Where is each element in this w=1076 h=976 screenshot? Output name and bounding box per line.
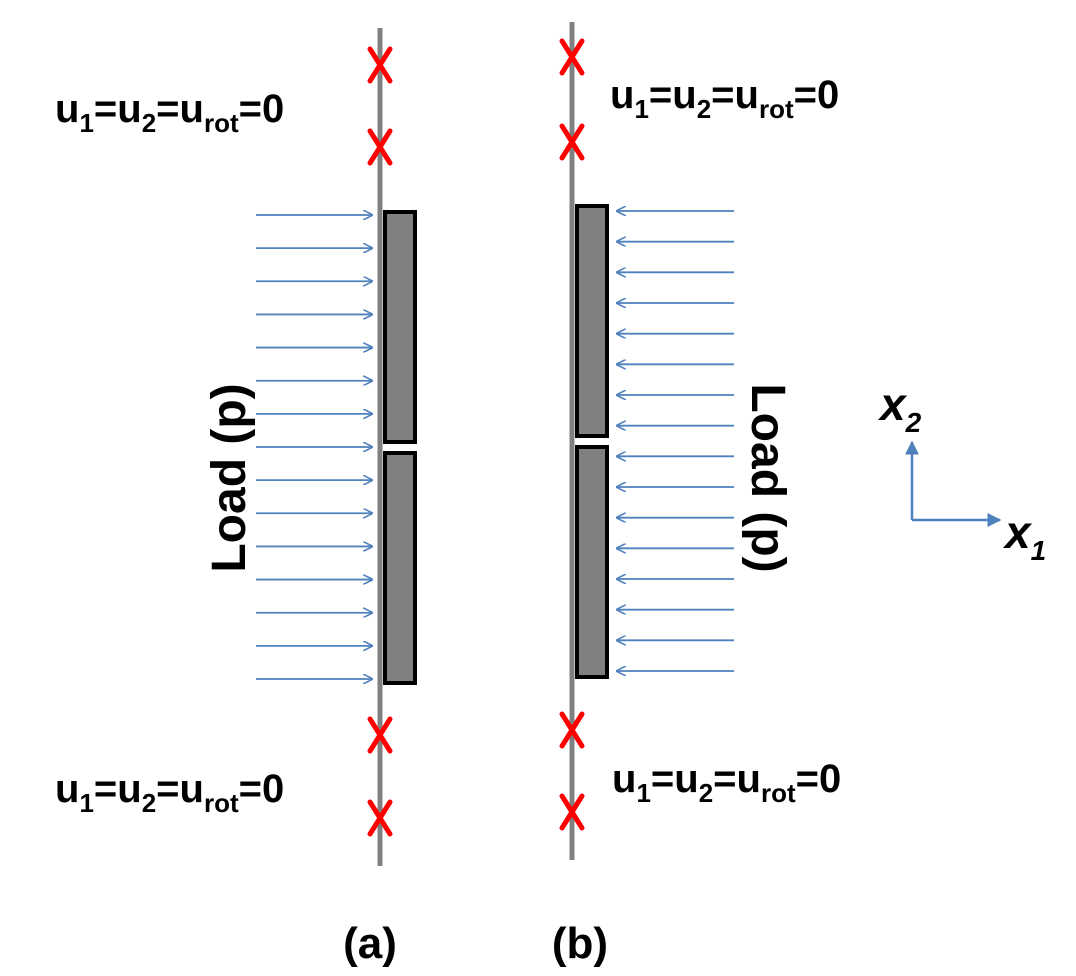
boundary-condition-a-top: u1=u2=urot=0: [55, 87, 284, 138]
load-arrows-b: [617, 211, 734, 671]
load-label-a: Load (p): [203, 383, 256, 572]
support-marks-a: [367, 46, 393, 837]
support-mark-b: [559, 38, 585, 76]
support-mark-b: [559, 123, 585, 161]
support-mark-b: [559, 711, 585, 749]
boundary-condition-b-bottom: u1=u2=urot=0: [612, 757, 841, 808]
panel-label-b: (b): [552, 919, 608, 968]
boundary-condition-a-bottom: u1=u2=urot=0: [55, 767, 284, 818]
plate-a-upper: [383, 210, 417, 444]
plate-b-lower: [575, 445, 609, 679]
support-mark-a: [367, 799, 393, 837]
boundary-condition-b-top: u1=u2=urot=0: [610, 73, 839, 124]
panel-label-a: (a): [343, 919, 397, 968]
support-mark-a: [367, 128, 393, 166]
support-mark-a: [367, 716, 393, 754]
plate-b-upper: [575, 204, 609, 438]
support-marks-b: [559, 38, 585, 831]
panel-b: Load (p) u1=u2=urot=0 u1=u2=urot=0 (b): [552, 22, 841, 968]
panel-a: Load (p) u1=u2=urot=0 u1=u2=urot=0 (a): [55, 28, 417, 968]
support-mark-b: [559, 793, 585, 831]
load-label-b: Load (p): [741, 383, 794, 572]
load-arrows-a: [256, 215, 372, 679]
axis-x2-label: x2: [877, 378, 922, 438]
axis-x1-label: x1: [1002, 506, 1046, 566]
coordinate-axes: x2 x1: [877, 378, 1046, 566]
plate-a-lower: [383, 451, 417, 685]
support-mark-a: [367, 46, 393, 84]
